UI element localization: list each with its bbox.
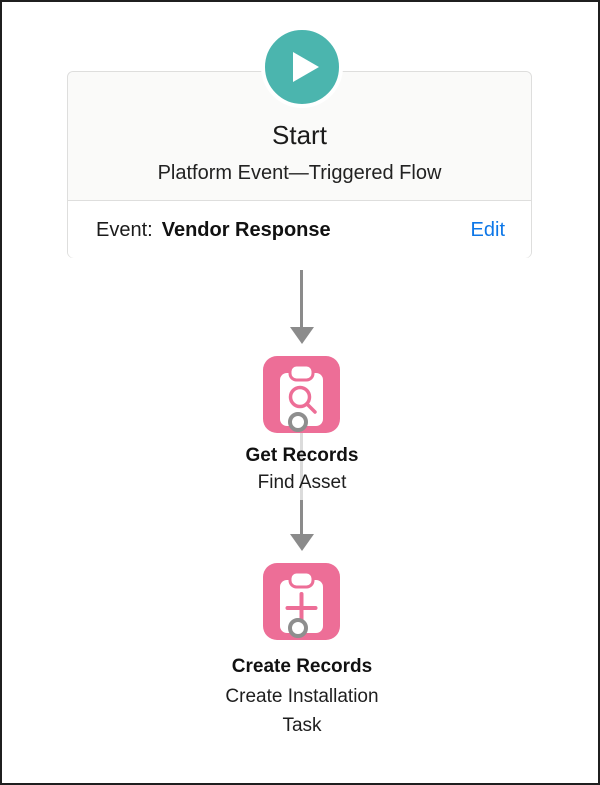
node-label: Get Records (245, 445, 359, 466)
connector-line-get-records-to-create-records (300, 426, 303, 500)
connection-point[interactable] (288, 412, 308, 432)
start-event-row: Event: Vendor Response Edit (68, 202, 531, 258)
get-records-node[interactable] (263, 356, 340, 433)
edit-link[interactable]: Edit (470, 218, 505, 241)
connection-point[interactable] (288, 618, 308, 638)
record-lookup-icon (280, 363, 323, 426)
arrow-down-icon (290, 534, 314, 551)
play-icon (293, 52, 319, 82)
node-description: Find Asset (257, 472, 347, 493)
node-label: Create Records (231, 656, 373, 677)
start-play-button[interactable] (261, 26, 343, 108)
event-label: Event: (96, 218, 153, 241)
connector-line-start-to-get-records (300, 270, 303, 328)
arrow-down-icon (290, 327, 314, 344)
event-value: Vendor Response (161, 218, 331, 241)
start-title: Start (272, 120, 327, 150)
node-description: Create Installation Task (225, 686, 379, 736)
connector-line-arrow-segment (300, 500, 303, 535)
start-subtitle: Platform Event—Triggered Flow (157, 162, 442, 184)
